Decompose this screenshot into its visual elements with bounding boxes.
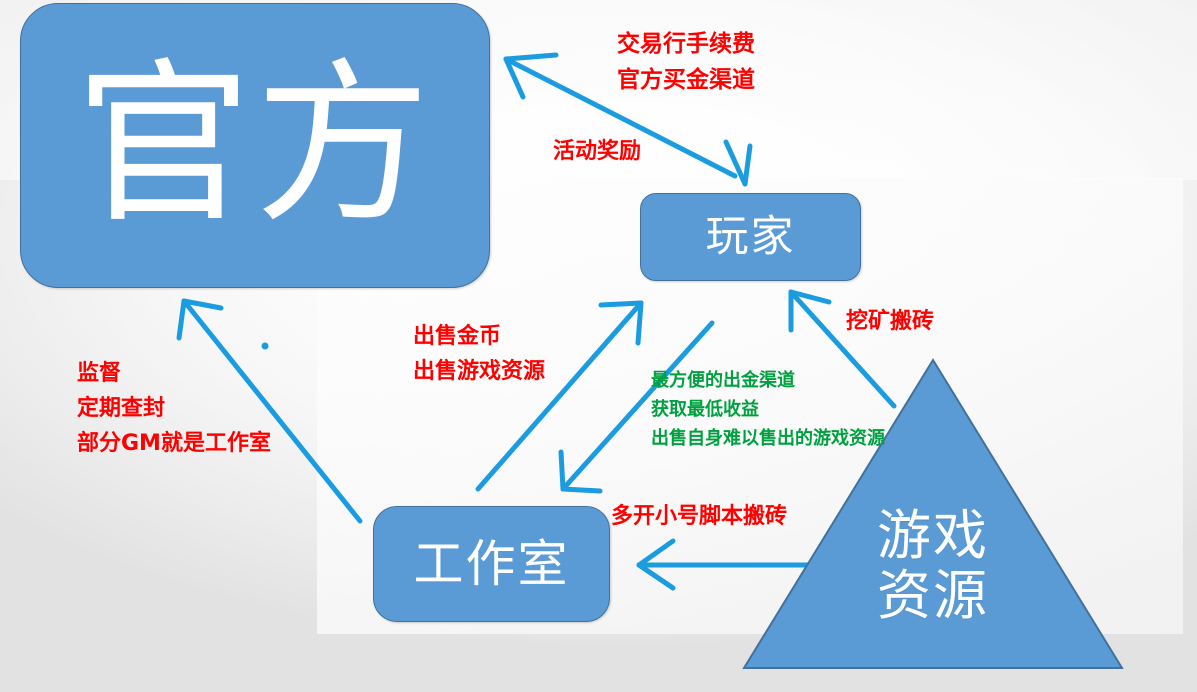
note-supervision: 监督 定期查封 部分GM就是工作室 <box>77 363 271 455</box>
node-official[interactable]: 官方 <box>20 3 490 288</box>
note-resource-benefits-line-1: 最方便的出金渠道 <box>651 370 795 391</box>
node-game-resources-label-line1: 游戏 <box>877 504 989 567</box>
node-official-label: 官方 <box>76 44 434 247</box>
note-resource-benefits-line-2: 获取最低收益 <box>651 399 759 420</box>
node-game-resources-label-line2: 资源 <box>877 564 989 628</box>
note-sell-to-player-line-2: 出售游戏资源 <box>413 359 546 384</box>
node-player-label: 玩家 <box>705 211 796 262</box>
node-studio[interactable]: 工作室 <box>373 506 610 622</box>
note-activity-reward-line-1: 活动奖励 <box>553 139 642 164</box>
blue-dot-marker <box>261 342 269 350</box>
node-studio-label: 工作室 <box>413 535 570 593</box>
note-supervision-line-1: 监督 <box>77 361 122 386</box>
note-official-player-fees-line-1: 交易行手续费 <box>617 31 755 57</box>
note-activity-reward: 活动奖励 <box>553 141 641 163</box>
note-multi-account-script: 多开小号脚本搬砖 <box>611 506 787 528</box>
node-game-resources[interactable]: 游戏 资源 <box>742 358 1124 670</box>
note-resource-benefits-line-3: 出售自身难以售出的游戏资源 <box>651 428 885 449</box>
node-game-resources-label: 游戏 资源 <box>742 504 1124 628</box>
note-multi-account-script-line-1: 多开小号脚本搬砖 <box>611 504 788 529</box>
note-mining-line-1: 挖矿搬砖 <box>846 309 935 334</box>
note-sell-to-player: 出售金币 出售游戏资源 <box>413 326 545 383</box>
note-supervision-line-3: 部分GM就是工作室 <box>77 431 271 456</box>
node-player[interactable]: 玩家 <box>640 193 861 281</box>
note-official-player-fees-line-2: 官方买金渠道 <box>617 67 755 93</box>
note-supervision-line-2: 定期查封 <box>77 396 166 421</box>
triangle-shape-icon <box>742 358 1124 669</box>
note-sell-to-player-line-1: 出售金币 <box>413 324 502 349</box>
note-resource-benefits: 最方便的出金渠道 获取最低收益 出售自身难以售出的游戏资源 <box>651 372 885 448</box>
note-official-player-fees: 交易行手续费 官方买金渠道 <box>617 33 755 92</box>
note-mining: 挖矿搬砖 <box>846 311 934 333</box>
